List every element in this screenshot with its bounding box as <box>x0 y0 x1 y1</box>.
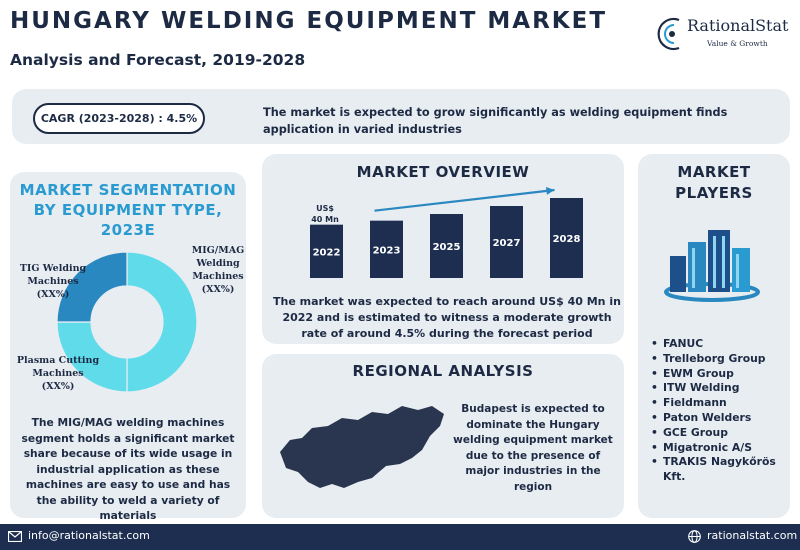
hungary-map-icon <box>280 406 444 488</box>
footer-email[interactable]: info@rationalstat.com <box>8 529 150 542</box>
rationalstat-logo: RationalStat Value & Growth <box>657 14 792 58</box>
bar-label-2025: 2025 <box>433 242 461 253</box>
logo-tagline: Value & Growth <box>707 39 768 48</box>
label-plasma: Plasma Cutting Machines (XX%) <box>16 355 100 392</box>
footer-email-text: info@rationalstat.com <box>28 529 150 542</box>
footer-bar: info@rationalstat.com rationalstat.com <box>0 524 800 550</box>
bar-2023 <box>370 220 403 278</box>
globe-icon <box>688 529 701 543</box>
donut-slice-2 <box>56 251 128 323</box>
player-item: Trelleborg Group <box>651 352 796 367</box>
player-item: Migatronic A/S <box>651 441 796 456</box>
player-item: EWM Group <box>651 367 796 382</box>
bar-label-2023: 2023 <box>373 245 401 256</box>
city-buildings-icon <box>664 230 760 302</box>
segmentation-panel <box>10 172 246 518</box>
segmentation-description: The MIG/MAG welding machines segment hol… <box>21 416 235 522</box>
label-tig: TIG Welding Machines (XX%) <box>19 263 87 300</box>
bar-2027 <box>490 206 523 278</box>
player-item: GCE Group <box>651 426 796 441</box>
overview-description: The market was expected to reach around … <box>273 295 621 340</box>
logo-name: RationalStat <box>687 16 789 35</box>
players-list: FANUCTrelleborg GroupEWM GroupITW Weldin… <box>651 337 796 485</box>
bar-2028 <box>550 198 583 278</box>
segmentation-title: MARKET SEGMENTATION BY EQUIPMENT TYPE, 2… <box>19 181 237 239</box>
footer-website-text: rationalstat.com <box>707 529 798 542</box>
bar-2025 <box>430 214 463 278</box>
player-item: ITW Welding <box>651 381 796 396</box>
player-item: TRAKIS Nagykőrös Kft. <box>651 455 796 485</box>
donut-slice-0 <box>126 251 198 393</box>
bar-2022 <box>310 224 343 278</box>
first-bar-value-note: US$ 40 Mn <box>311 204 339 224</box>
trend-arrow-line <box>374 188 555 212</box>
bar-label-2022: 2022 <box>313 247 341 258</box>
logo-mark-icon <box>657 17 680 51</box>
market-overview-bar-chart: 2022 2023 2025 2027 2028 <box>310 187 583 278</box>
players-title: MARKET PLAYERS <box>675 163 753 202</box>
bar-label-2027: 2027 <box>493 238 521 249</box>
page-title: HUNGARY WELDING EQUIPMENT MARKET <box>10 8 608 34</box>
cagr-badge: CAGR (2023-2028) : 4.5% <box>33 103 205 134</box>
player-item: FANUC <box>651 337 796 352</box>
page-subtitle: Analysis and Forecast, 2019-2028 <box>10 51 306 69</box>
bar-label-2028: 2028 <box>553 234 581 245</box>
regional-description: Budapest is expected to dominate the Hun… <box>453 403 613 493</box>
label-mig: MIG/MAG Welding Machines (XX%) <box>191 245 245 295</box>
segmentation-donut-chart <box>56 251 198 393</box>
summary-text: The market is expected to grow significa… <box>263 106 728 136</box>
footer-website[interactable]: rationalstat.com <box>688 529 797 543</box>
trend-arrow-head-icon <box>546 187 555 195</box>
player-item: Fieldmann <box>651 396 796 411</box>
regional-title: REGIONAL ANALYSIS <box>352 362 534 380</box>
overview-title: MARKET OVERVIEW <box>356 163 530 181</box>
player-item: Paton Welders <box>651 411 796 426</box>
mail-icon <box>8 530 22 542</box>
